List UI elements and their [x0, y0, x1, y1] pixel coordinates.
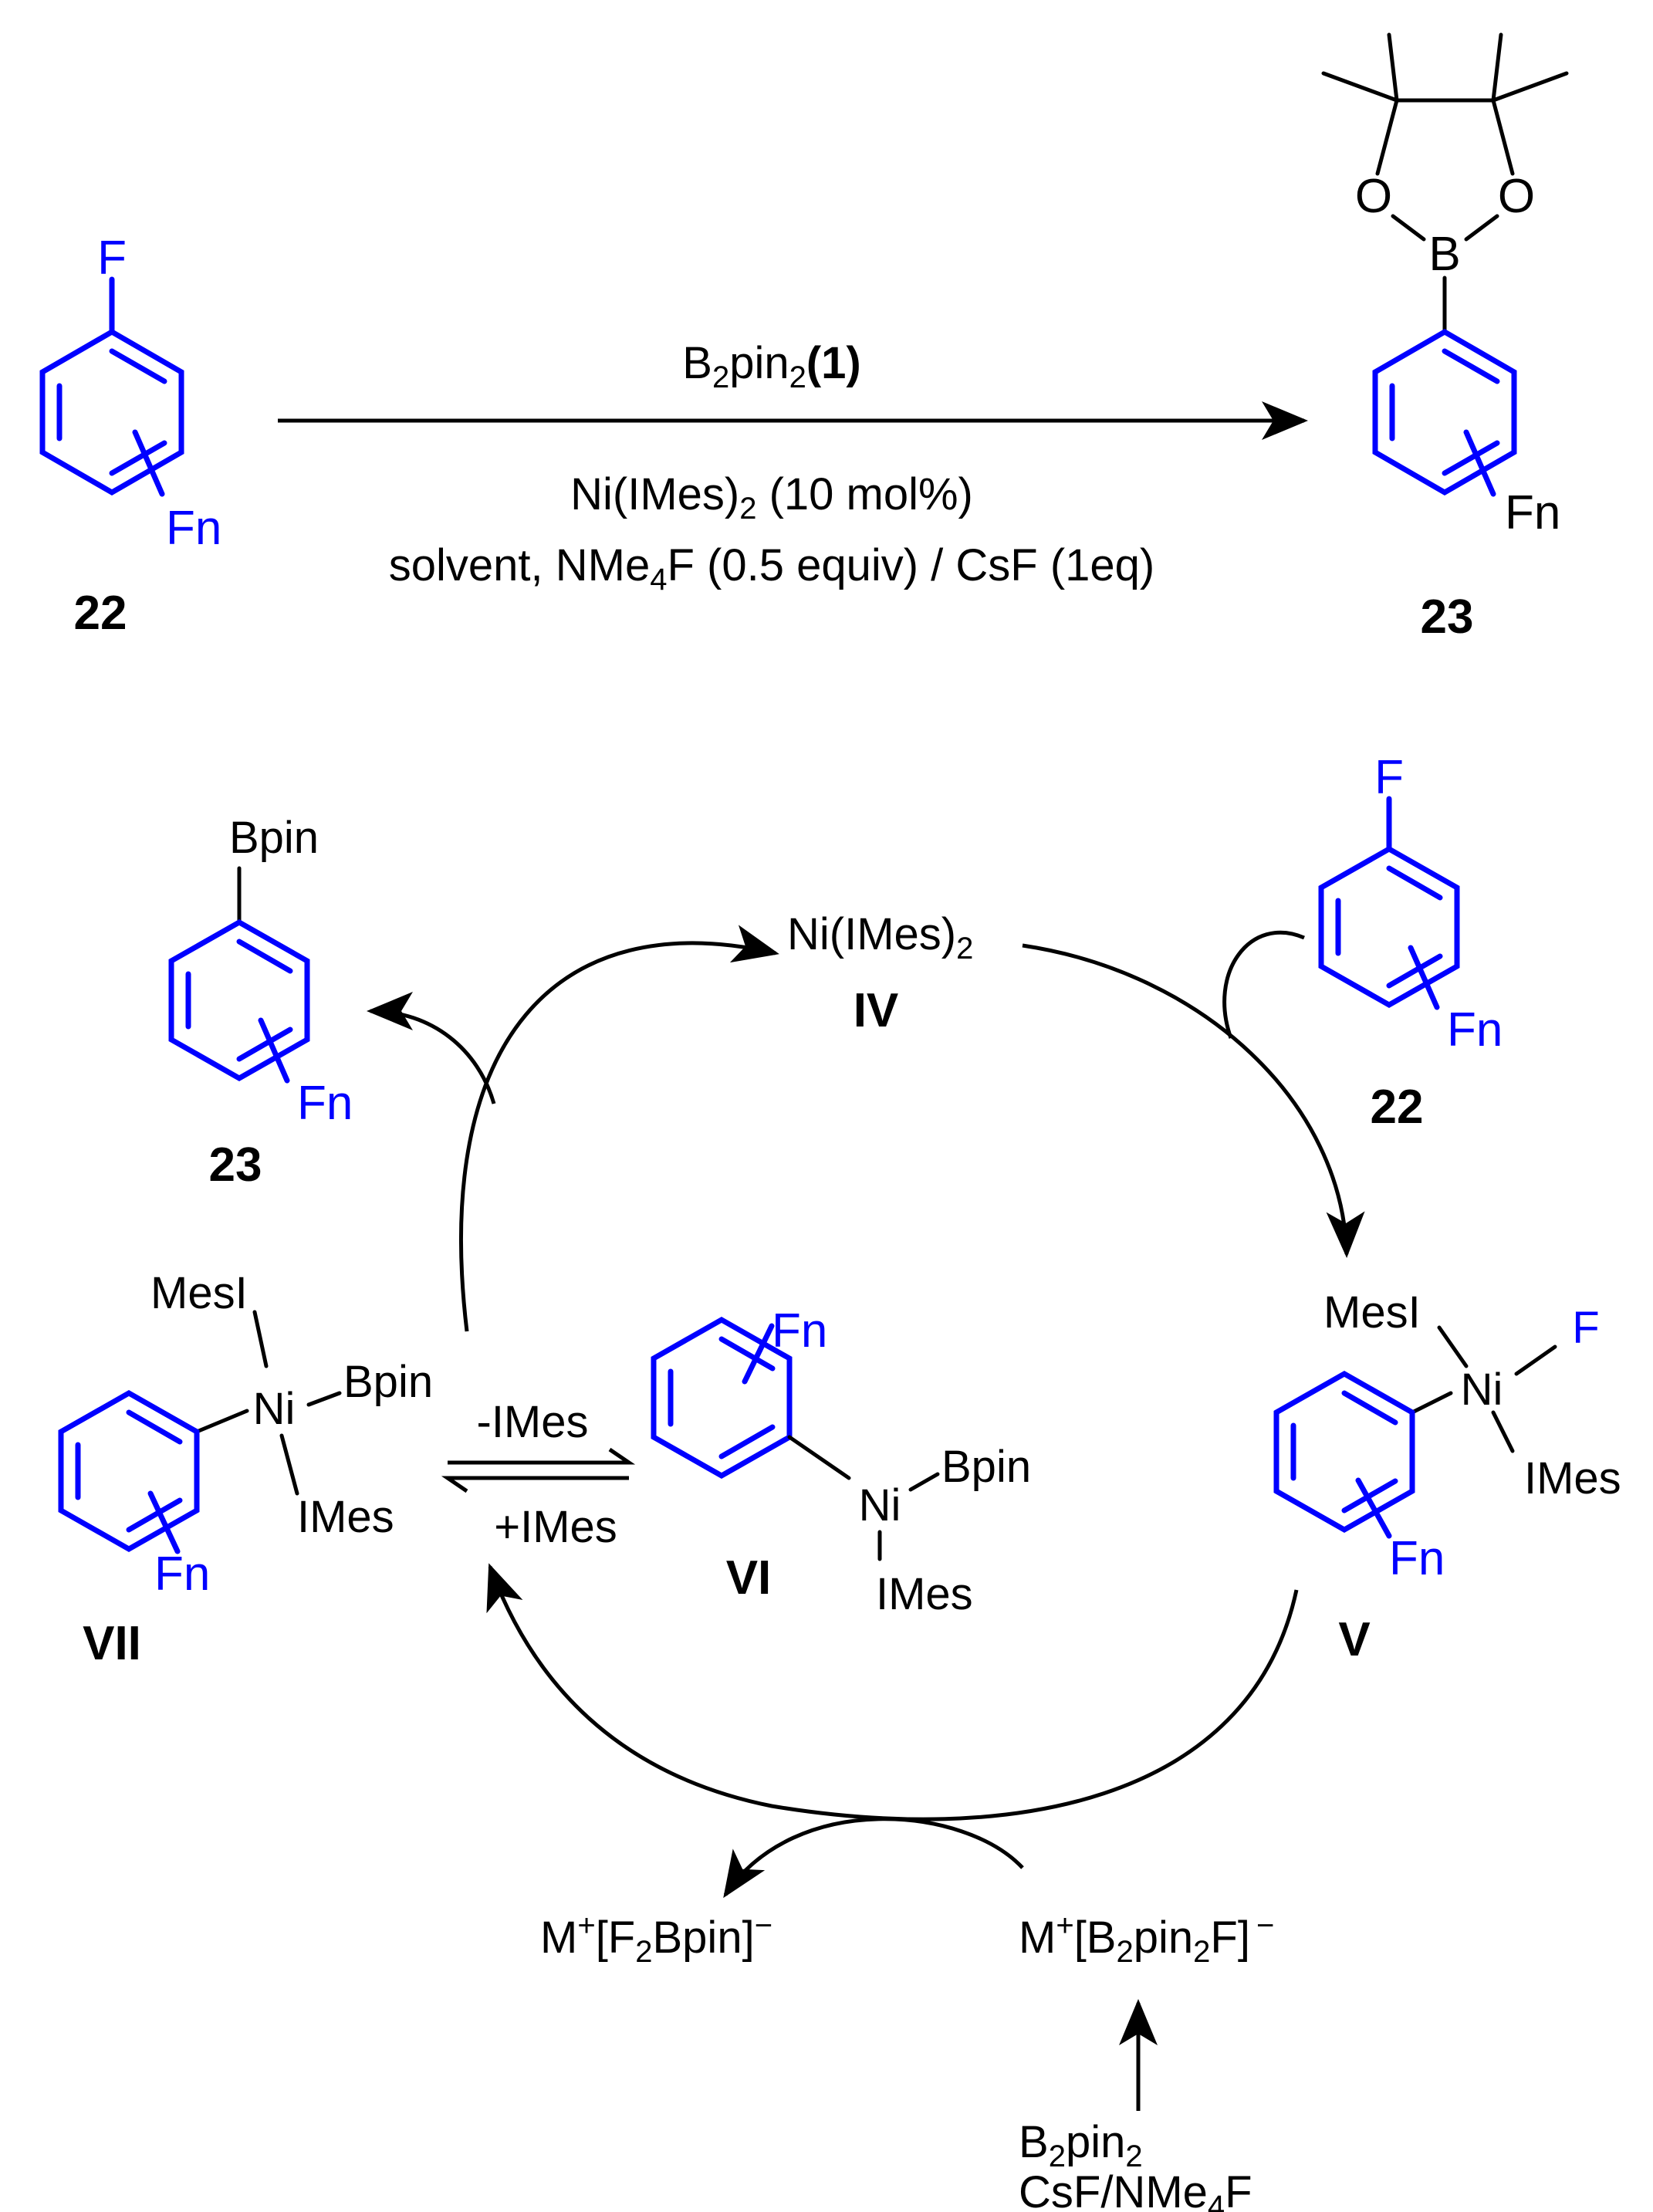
formula-IV: Ni(IMes)2 — [787, 909, 973, 966]
borate-out: M+[F2Bpin]− — [540, 1909, 772, 1969]
bond — [1491, 1410, 1515, 1453]
benzene-ring-icon — [651, 1316, 793, 1480]
boron-label: B — [1428, 228, 1460, 281]
metal-ni: Ni — [859, 1480, 901, 1530]
oxygen-left-label: O — [1355, 170, 1392, 223]
ligand-imes: IMes — [297, 1492, 394, 1542]
compound-label-23: 23 — [209, 1138, 262, 1192]
ligand-mesi: MesI — [1323, 1287, 1421, 1338]
feed-b2pin2: B2pin2 — [1019, 2117, 1143, 2173]
ligand-bpin: Bpin — [343, 1357, 433, 1407]
fn-bond — [258, 1017, 290, 1084]
fluorine-label: F — [1374, 751, 1404, 804]
fn-bond — [1408, 945, 1440, 1010]
arrow-release-23 — [367, 992, 496, 1104]
reaction-conditions: B2pin2(1) Ni(IMes)2 (10 mol%) solvent, N… — [389, 338, 1154, 597]
catalyst-text: Ni(IMes)2 (10 mol%) — [570, 469, 973, 526]
arrow-borate-exchange — [723, 1817, 1024, 1899]
bond — [279, 1433, 299, 1496]
label-VI: VI — [726, 1551, 772, 1605]
fn-label: Fn — [1389, 1532, 1445, 1585]
substrate-22: F Fn 22 — [1318, 751, 1503, 1134]
fluorine-label: F — [97, 232, 127, 285]
ligand-imes: IMes — [876, 1569, 973, 1619]
fn-label: Fn — [772, 1304, 827, 1358]
ligand-f: F — [1572, 1303, 1599, 1353]
metal-ni: Ni — [1461, 1365, 1503, 1415]
additives-text: solvent, NMe4F (0.5 equiv) / CsF (1eq) — [389, 540, 1154, 597]
bond — [1410, 1391, 1453, 1415]
species-VI: Fn Ni Bpin IMes VI — [651, 1304, 1031, 1619]
bpin-label: Bpin — [229, 813, 319, 863]
fn-label: Fn — [154, 1547, 210, 1601]
fn-bond — [1355, 1477, 1392, 1539]
benzene-ring-icon — [39, 328, 184, 496]
label-VII: VII — [83, 1617, 141, 1670]
ligand-bpin: Bpin — [941, 1442, 1031, 1492]
bond — [787, 1435, 851, 1480]
fn-bond — [132, 429, 165, 497]
oxygen-right-label: O — [1498, 170, 1535, 223]
reactant-22: F Fn 22 — [39, 232, 221, 640]
bond — [1514, 1344, 1557, 1376]
fn-bond — [1463, 429, 1496, 497]
benzene-ring-icon — [1273, 1370, 1415, 1534]
bond — [908, 1472, 940, 1492]
compound-label-22: 22 — [1371, 1081, 1424, 1134]
bond — [252, 1310, 269, 1368]
species-V: MesI Ni F IMes Fn V — [1273, 1287, 1621, 1666]
bond — [1437, 1325, 1469, 1368]
cycle-arrows — [367, 925, 1365, 2111]
fn-label: Fn — [1447, 1003, 1503, 1057]
arc-IV-to-V — [1022, 943, 1365, 1258]
compound-label-23: 23 — [1421, 590, 1474, 644]
product-23-cycle: Bpin Fn 23 — [168, 813, 353, 1192]
fn-bond — [147, 1490, 181, 1554]
feed-fluoride: CsF/NMe4F — [1019, 2167, 1252, 2212]
fn-label: Fn — [166, 502, 221, 555]
reagent-b2pin2: B2pin2(1) — [682, 338, 860, 394]
fn-label: Fn — [297, 1077, 353, 1130]
metal-ni: Ni — [253, 1384, 296, 1434]
reverse-arrow — [441, 1476, 629, 1493]
benzene-ring-icon — [168, 918, 310, 1082]
benzene-ring-icon — [1372, 328, 1517, 496]
arrow-uptake-22 — [1222, 930, 1305, 1039]
species-IV: Ni(IMes)2 IV — [787, 909, 973, 1037]
species-VII: MesI Ni Bpin IMes Fn VII — [58, 1268, 433, 1670]
compound-label-22: 22 — [74, 587, 127, 640]
arc-VII-to-IV — [459, 925, 779, 1332]
forward-arrow — [448, 1447, 636, 1465]
arc-V-to-VII — [486, 1563, 1299, 1821]
pinacol-ring-icon: O O B — [1321, 32, 1569, 281]
forward-label: -IMes — [477, 1397, 589, 1447]
bond — [194, 1409, 249, 1434]
label-V: V — [1338, 1613, 1370, 1666]
fn-bond — [742, 1323, 775, 1385]
benzene-ring-icon — [58, 1389, 200, 1553]
bond — [306, 1391, 342, 1407]
product-23: O O B Fn 23 — [1321, 32, 1569, 644]
borate-in: M+[B2pin2F]− — [1019, 1909, 1274, 1969]
reverse-label: +IMes — [494, 1502, 617, 1552]
fn-label: Fn — [1505, 486, 1560, 539]
ligand-mesi: MesI — [150, 1268, 248, 1318]
label-IV: IV — [854, 984, 899, 1037]
ligand-imes: IMes — [1524, 1453, 1621, 1503]
equilibrium-arrows: -IMes +IMes — [441, 1397, 636, 1552]
benzene-ring-icon — [1318, 845, 1460, 1009]
